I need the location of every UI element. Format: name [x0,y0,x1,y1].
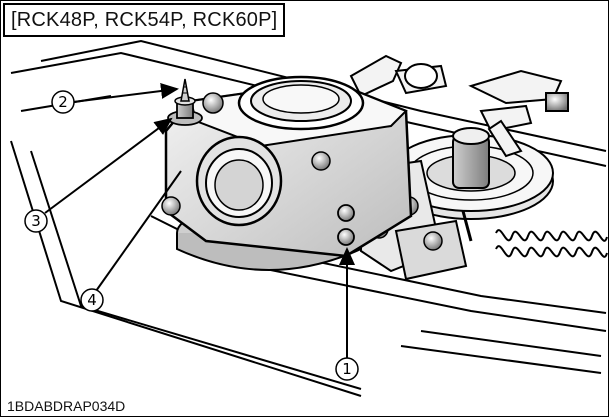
tension-spring [495,229,608,258]
callout-3-label: 3 [31,212,41,230]
breather-plug [167,78,203,126]
callout-2-label: 2 [58,93,68,111]
figure-code: 1BDABDRAP034D [7,398,126,414]
callout-leaders [44,83,355,358]
leader-2 [72,83,179,103]
check-plugs [337,204,355,246]
leader-3 [44,117,173,214]
callout-4-label: 4 [87,291,97,309]
leader-4 [95,170,182,292]
linkage-arms [349,54,569,158]
callout-2: 2 [51,90,75,114]
callout-4: 4 [80,288,104,312]
callout-1: 1 [335,357,359,381]
model-label: [RCK48P, RCK54P, RCK60P] [3,3,286,37]
callout-1-label: 1 [342,360,352,378]
callout-3: 3 [24,209,48,233]
